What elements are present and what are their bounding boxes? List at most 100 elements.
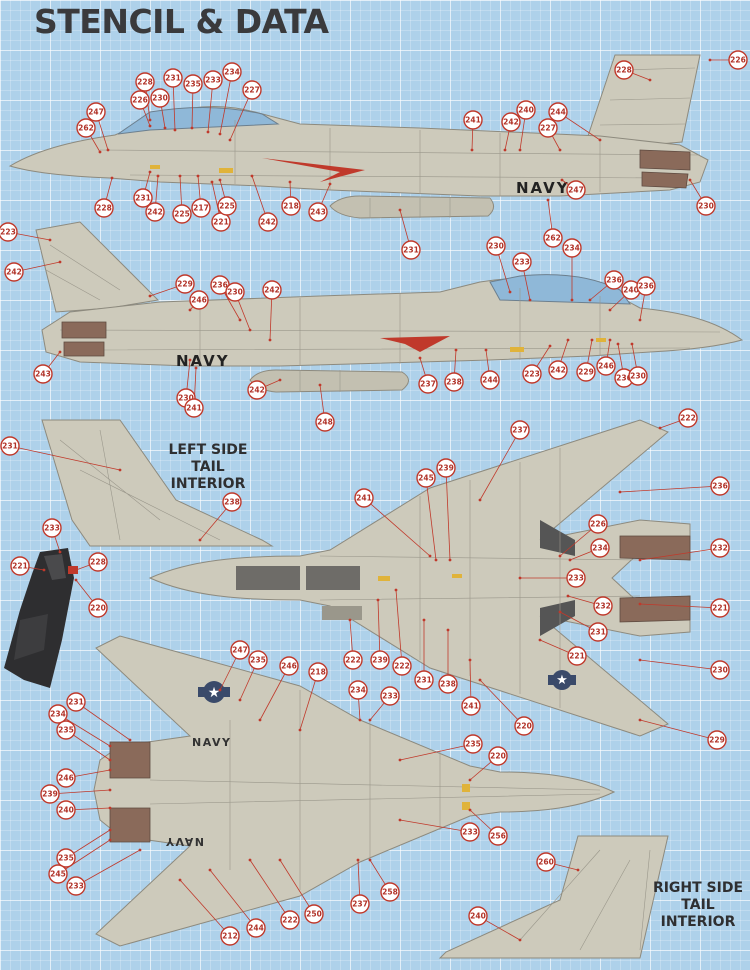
callout-236: 236 [604, 270, 624, 290]
leader-endpoint [590, 338, 594, 342]
callout-number: 228 [137, 78, 153, 87]
callout-241: 241 [354, 488, 374, 508]
callout-237: 237 [418, 374, 438, 394]
callout-number: 236 [616, 374, 632, 383]
leader-line [279, 859, 315, 915]
callout-number: 212 [222, 932, 238, 941]
callout-231: 231 [0, 436, 20, 456]
leader-line [219, 71, 233, 135]
callout-number: 223 [524, 370, 540, 379]
leader-endpoint [588, 298, 592, 302]
leader-endpoint [208, 868, 212, 872]
callout-234: 234 [590, 538, 610, 558]
leader-endpoint [558, 554, 562, 558]
navy-marking-inverted: NAVY [165, 835, 204, 848]
leader-endpoint [356, 858, 360, 862]
callout-239: 239 [40, 784, 60, 804]
callout-240: 240 [56, 800, 76, 820]
callout-number: 231 [135, 194, 151, 203]
callout-number: 246 [191, 296, 207, 305]
callout-number: 229 [177, 280, 193, 289]
leader-endpoint [288, 180, 292, 184]
leader-endpoint [138, 848, 142, 852]
callout-221: 221 [567, 646, 587, 666]
leader-endpoint [148, 294, 152, 298]
callout-237: 237 [510, 420, 530, 440]
leader-line [75, 849, 141, 887]
national-insignia: ★ [548, 670, 576, 690]
callout-234: 234 [562, 238, 582, 258]
callout-number: 227 [540, 124, 556, 133]
callout-229: 229 [576, 362, 596, 382]
leader-endpoint [618, 490, 622, 494]
callout-235: 235 [248, 650, 268, 670]
callout-number: 256 [490, 832, 506, 841]
callout-number: 226 [132, 96, 148, 105]
callout-number: 235 [465, 740, 481, 749]
leader-endpoint [478, 498, 482, 502]
leader-endpoint [376, 598, 380, 602]
callout-230: 230 [150, 88, 170, 108]
callout-number: 220 [490, 752, 506, 761]
leader-endpoint [74, 568, 78, 572]
callout-230: 230 [225, 282, 245, 302]
leader-endpoint [503, 148, 507, 152]
callout-218: 218 [308, 662, 328, 682]
callout-number: 240 [623, 286, 639, 295]
national-insignia-top: ★ [198, 681, 230, 703]
callout-258: 258 [380, 882, 400, 902]
callout-243: 243 [308, 202, 328, 222]
callout-number: 234 [350, 686, 366, 695]
callout-number: 231 [165, 74, 181, 83]
leader-endpoint [398, 758, 402, 762]
leader-line [445, 467, 451, 561]
leader-endpoint [368, 718, 372, 722]
leader-endpoint [566, 594, 570, 598]
callout-241: 241 [184, 398, 204, 418]
callout-226: 226 [728, 50, 748, 70]
leader-endpoint [708, 58, 712, 62]
leader-line [377, 599, 381, 661]
callout-number: 230 [178, 394, 194, 403]
callout-228: 228 [614, 60, 634, 80]
callout-number: 238 [224, 498, 240, 507]
callout-262: 262 [76, 118, 96, 138]
callout-number: 238 [446, 378, 462, 387]
leader-endpoint [278, 858, 282, 862]
callout-233: 233 [566, 568, 586, 588]
callout-222: 222 [280, 910, 300, 930]
callout-246: 246 [279, 656, 299, 676]
leader-endpoint [638, 558, 642, 562]
leader-endpoint [560, 178, 564, 182]
leader-endpoint [368, 858, 372, 862]
callout-217: 217 [191, 198, 211, 218]
callout-number: 233 [205, 76, 221, 85]
leader-endpoint [638, 658, 642, 662]
leader-endpoint [546, 198, 550, 202]
leader-line [57, 713, 111, 747]
callout-242: 242 [4, 262, 24, 282]
leader-endpoint [398, 208, 402, 212]
callout-242: 242 [548, 360, 568, 380]
right-profile-view: NAVY [8, 54, 709, 219]
leader-endpoint [358, 718, 362, 722]
leader-endpoint [238, 318, 242, 322]
callout-number: 233 [44, 524, 60, 533]
callout-number: 246 [598, 362, 614, 371]
callout-241: 241 [463, 110, 483, 130]
leader-endpoint [648, 78, 652, 82]
callout-number: 236 [212, 281, 228, 290]
leader-endpoint [468, 808, 472, 812]
leader-line [57, 839, 111, 875]
callout-245: 245 [416, 468, 436, 488]
leader-endpoint [268, 338, 272, 342]
callout-262: 262 [543, 228, 563, 248]
callout-number: 241 [186, 404, 202, 413]
callout-240: 240 [516, 100, 536, 120]
leader-line [259, 665, 290, 721]
leader-endpoint [258, 718, 262, 722]
leader-endpoint [206, 130, 210, 134]
callout-number: 230 [227, 288, 243, 297]
